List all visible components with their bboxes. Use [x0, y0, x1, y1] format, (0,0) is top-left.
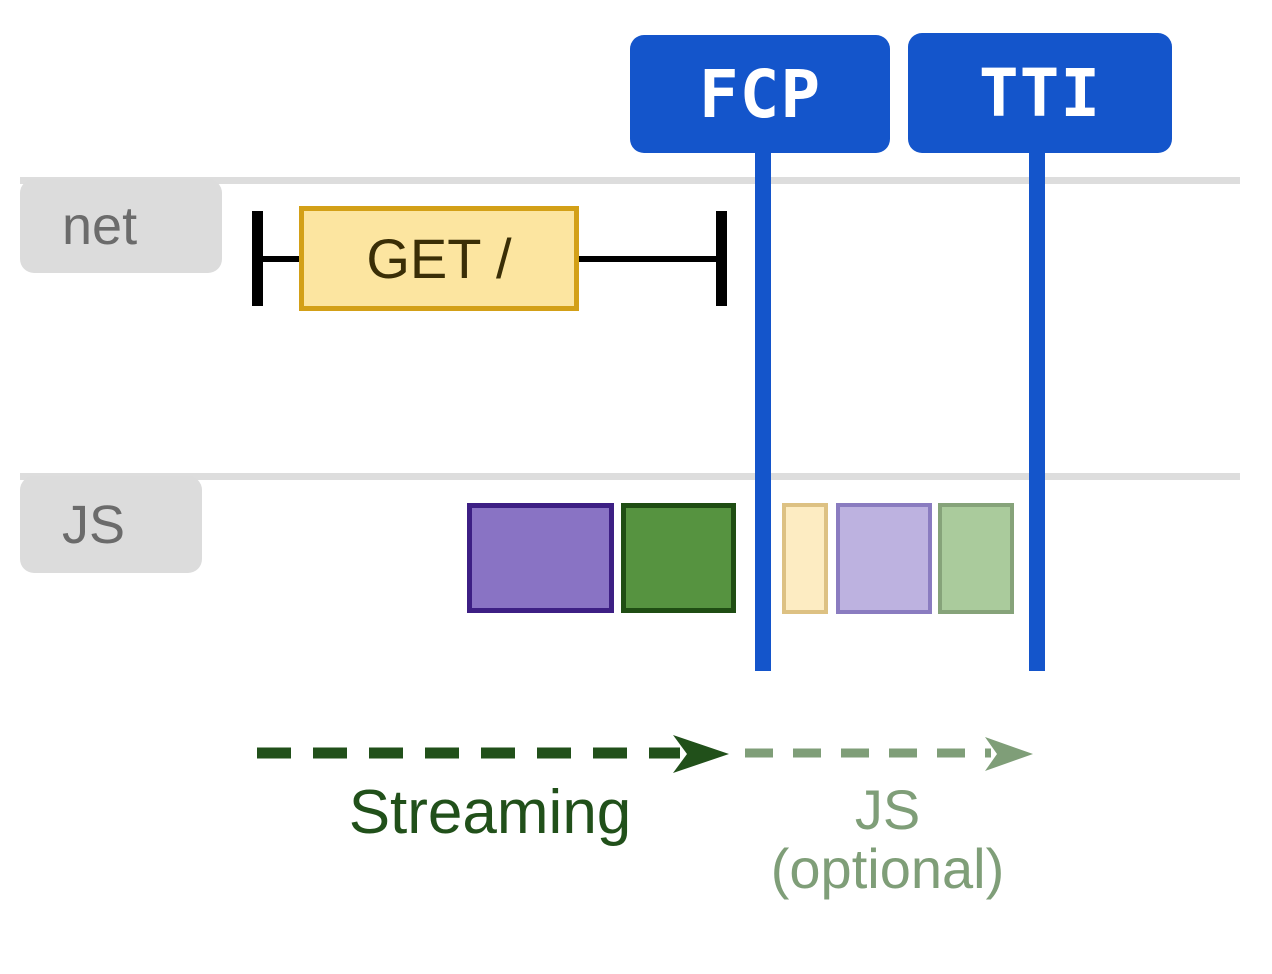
- track-rule-js: [20, 473, 1240, 480]
- phase-label-js-optional-line-1: JS: [854, 778, 921, 841]
- track-badge-js: JS: [20, 476, 202, 573]
- js-task-block[interactable]: [782, 503, 828, 614]
- marker-badge-fcp[interactable]: FCP: [630, 35, 890, 153]
- marker-badge-fcp-label: FCP: [698, 55, 822, 133]
- track-badge-net: net: [20, 179, 222, 273]
- phase-arrow-streaming: [255, 733, 733, 779]
- arrow-streaming-icon: [257, 735, 729, 773]
- marker-line-fcp: [755, 150, 771, 671]
- marker-line-tti: [1029, 150, 1045, 671]
- marker-badge-tti[interactable]: TTI: [908, 33, 1172, 153]
- js-task-block[interactable]: [836, 503, 932, 614]
- phase-label-js-optional-line-2: (optional): [770, 837, 1005, 901]
- js-task-block[interactable]: [621, 503, 736, 613]
- phase-label-streaming-line-1: Streaming: [348, 778, 632, 847]
- track-badge-js-label: JS: [62, 494, 126, 555]
- phase-arrow-js-optional: [743, 733, 1035, 779]
- js-task-block[interactable]: [938, 503, 1014, 614]
- request-bar-label: GET /: [366, 227, 512, 290]
- request-start-cap-icon: [252, 211, 263, 306]
- phase-label-js-optional: JS (optional): [715, 780, 1060, 899]
- marker-badge-tti-label: TTI: [978, 54, 1102, 132]
- js-task-block[interactable]: [467, 503, 614, 613]
- phase-label-streaming: Streaming: [255, 780, 725, 846]
- arrow-js-optional-icon: [745, 737, 1033, 771]
- request-bar-get-root[interactable]: GET /: [299, 206, 579, 311]
- request-end-cap-icon: [716, 211, 727, 306]
- track-badge-net-label: net: [62, 196, 138, 256]
- track-rule-net: [20, 177, 1240, 184]
